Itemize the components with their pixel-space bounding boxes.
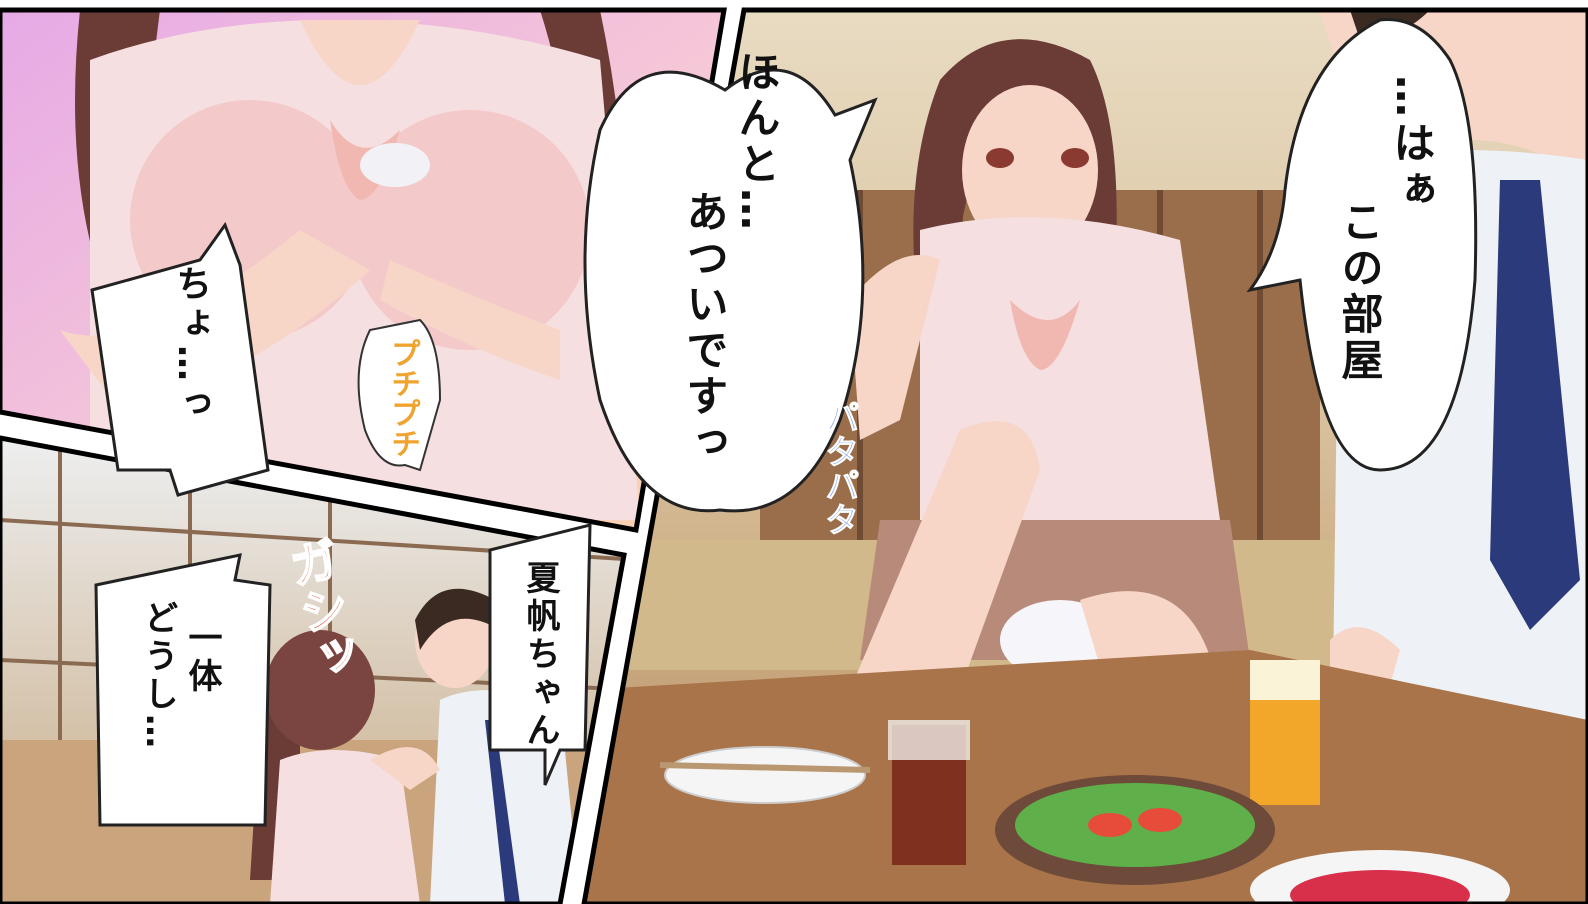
- bubble-ittai-line-2: どうし…: [138, 600, 178, 752]
- bubble-haa-line-1: …はぁ: [1387, 75, 1436, 213]
- bubble-honto-line-2: あついですっ: [680, 190, 729, 466]
- bubble-honto: ほんと… あついですっ: [635, 50, 825, 510]
- bubble-shapes: [90, 18, 1478, 827]
- bubble-cho-line-1: ちょ…っ: [170, 265, 211, 425]
- bubble-haa: …はぁ この部屋: [1320, 75, 1450, 455]
- sfx-puchi: プチプチ: [385, 338, 420, 458]
- bubble-ittai-line-1: 一体: [182, 620, 222, 696]
- bubble-haa-line-2: この部屋: [1335, 200, 1384, 384]
- panel-borders: [0, 7, 1588, 904]
- bubble-cho: ちょ…っ: [150, 265, 230, 465]
- bubble-natsuho: 夏帆ちゃん: [500, 560, 580, 760]
- sfx-pata: パタパタ: [819, 400, 860, 537]
- bubble-natsuho-line-1: 夏帆ちゃん: [520, 560, 560, 750]
- bubble-ittai: 一体 どうし…: [115, 600, 245, 820]
- bubble-honto-line-1: ほんと…: [732, 50, 781, 234]
